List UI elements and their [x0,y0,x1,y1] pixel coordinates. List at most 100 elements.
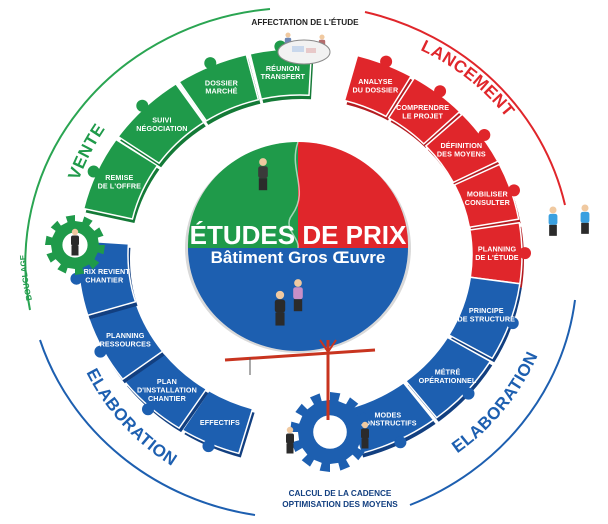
puzzle-knob-comprendre [434,85,447,98]
segment-label-line: PRINCIPE [469,306,504,315]
crane-illustration [224,339,376,420]
person-handshake-a [548,206,558,236]
puzzle-knob-planning_etude [518,247,531,260]
segment-label-line: COMPRENDRE [396,103,449,112]
person-handshake-b-legs [581,222,589,234]
puzzle-knob-suivi [136,99,149,112]
segment-label-line: OPÉRATIONNEL [419,376,477,385]
segment-label-line: CHANTIER [148,394,187,403]
puzzle-segment-analyse [343,54,413,118]
person-on-blue-gear-a [286,426,294,454]
person-center-bottom-b-legs [293,299,303,312]
puzzle-knob-plan_installation [141,403,154,416]
outer-ring-blue-right [409,299,576,506]
segment-label-line: MODES [374,410,401,419]
outer-ring [24,8,576,516]
segment-label-line: MARCHÉ [205,87,237,96]
segment-label-line: EFFECTIFS [200,418,240,427]
person-center-bottom-b-head [294,279,302,287]
segment-label-line: RÉUNION [266,64,300,73]
caption-calcul-line2: OPTIMISATION DES MOYENS [282,500,398,509]
person-handshake-b-body [580,211,590,223]
person-center-bottom-a [274,290,286,326]
person-on-green-gear-head [71,228,79,236]
puzzle-knob-analyse [380,55,393,68]
center-disc-red [298,141,409,248]
puzzle-knob-modes [394,436,407,449]
outer-ring-blue-left [39,339,256,516]
segment-label-line: D'INSTALLATION [137,386,197,395]
caption-calcul-line1: CALCUL DE LA CADENCE [289,489,392,498]
person-center-top-legs [258,178,268,191]
segment-label-line: DE L'OFFRE [98,182,142,191]
segment-label-line: CONSTRUCTIFS [359,419,417,428]
person-center-top-head [259,158,267,166]
segment-label-line: DES MOYENS [437,150,486,159]
puzzle-knob-dossier [204,57,217,70]
segment-label-line: CHANTIER [85,275,124,284]
puzzle-segment-dossier [178,53,260,122]
segment-label-line: LE PROJET [402,111,443,120]
outer-ring-red [364,11,566,206]
segment-label-line: TRANSFERT [261,72,306,81]
puzzle-knob-remise [87,165,100,178]
center-disc-green [187,141,298,248]
person-center-bottom-a-body [274,299,286,313]
segment-label-line: PLAN [157,377,177,386]
puzzle-segment-mobiliser [453,163,520,229]
center-title: ÉTUDES DE PRIX [190,220,407,250]
puzzle-segment-definition [424,113,499,184]
outer-ring-green [24,8,271,311]
segment-label-line: PLANNING [106,331,145,340]
segment-label-line: DOSSIER [205,78,239,87]
section-title-bouclage: BOUCLAGE [18,254,34,302]
person-on-blue-gear-b-legs [361,438,369,449]
person-on-green-gear-body [71,235,79,246]
puzzle-segment-suivi [117,82,205,165]
segment-label-line: ANALYSE [358,77,392,86]
segment-label-line: NÉGOCIATION [136,124,187,133]
person-center-top [258,158,268,191]
puzzle-knob-metre [462,387,475,400]
caption-affectation: AFFECTATION DE L'ÉTUDE [251,17,359,27]
person-on-blue-gear-a-legs [286,443,294,454]
person-center-bottom-a-legs [275,312,285,326]
puzzle-segment-comprendre [387,77,461,145]
puzzle-knob-planning_ressources [94,345,107,358]
segment-label-line: SUIVI [152,116,171,125]
gear-blue-icon [290,392,370,472]
segment-label-line: DE L'ÉTUDE [475,253,519,262]
puzzle-knob-effectifs [202,440,215,453]
puzzle-knob-prix_revient [70,272,83,285]
person-center-bottom-b-body [293,287,303,300]
person-center-top-body [258,166,268,179]
segment-label-line: MOBILISER [467,190,509,199]
puzzle-segment-plan_installation [123,352,208,430]
person-on-blue-gear-b-head [361,421,369,429]
person-on-green-gear [71,228,79,256]
puzzle-segment-remise [82,138,159,220]
puzzle-knob-principe [506,317,519,330]
segment-label-line: MÉTRÉ [435,368,461,377]
segment-label-line: PLANNING [478,245,517,254]
gear-blue-icon-hole [313,415,347,449]
person-on-blue-gear-b-body [361,428,369,439]
person-on-blue-gear-b [361,421,369,449]
person-on-blue-gear-a-head [286,426,294,434]
puzzle-ring [70,40,531,458]
center-disc-puzzle-edge [288,141,301,249]
meeting-table-icon [277,39,331,65]
person-handshake-b [580,204,590,234]
person-handshake-a-legs [549,224,557,236]
puzzle-segment-effectifs [181,389,254,455]
